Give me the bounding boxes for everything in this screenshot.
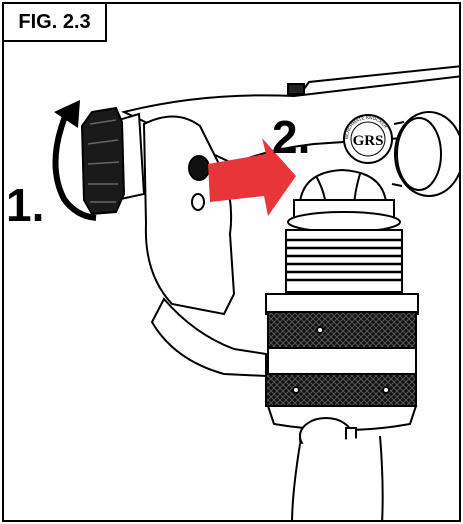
push-arrow-icon — [208, 138, 296, 216]
left-knob — [80, 106, 146, 216]
ball-cap — [287, 168, 401, 233]
figure-label: FIG. 2.3 — [4, 4, 107, 42]
rotation-arrow-icon — [52, 100, 97, 221]
lower-body — [265, 347, 418, 431]
step-1-label: 1. — [6, 179, 45, 231]
lower-arm — [150, 297, 267, 378]
upper-knurled-ring — [265, 293, 419, 349]
threaded-column — [285, 229, 403, 293]
handle-stem — [291, 435, 384, 520]
step-2-label: 2. — [272, 111, 311, 163]
grs-logo: GRS BENCHMATE KNOCKER — [343, 114, 393, 164]
right-knob — [391, 111, 459, 197]
tool-illustration: GRS BENCHMATE KNOCKER — [52, 65, 459, 520]
logo-text: GRS — [353, 133, 384, 149]
